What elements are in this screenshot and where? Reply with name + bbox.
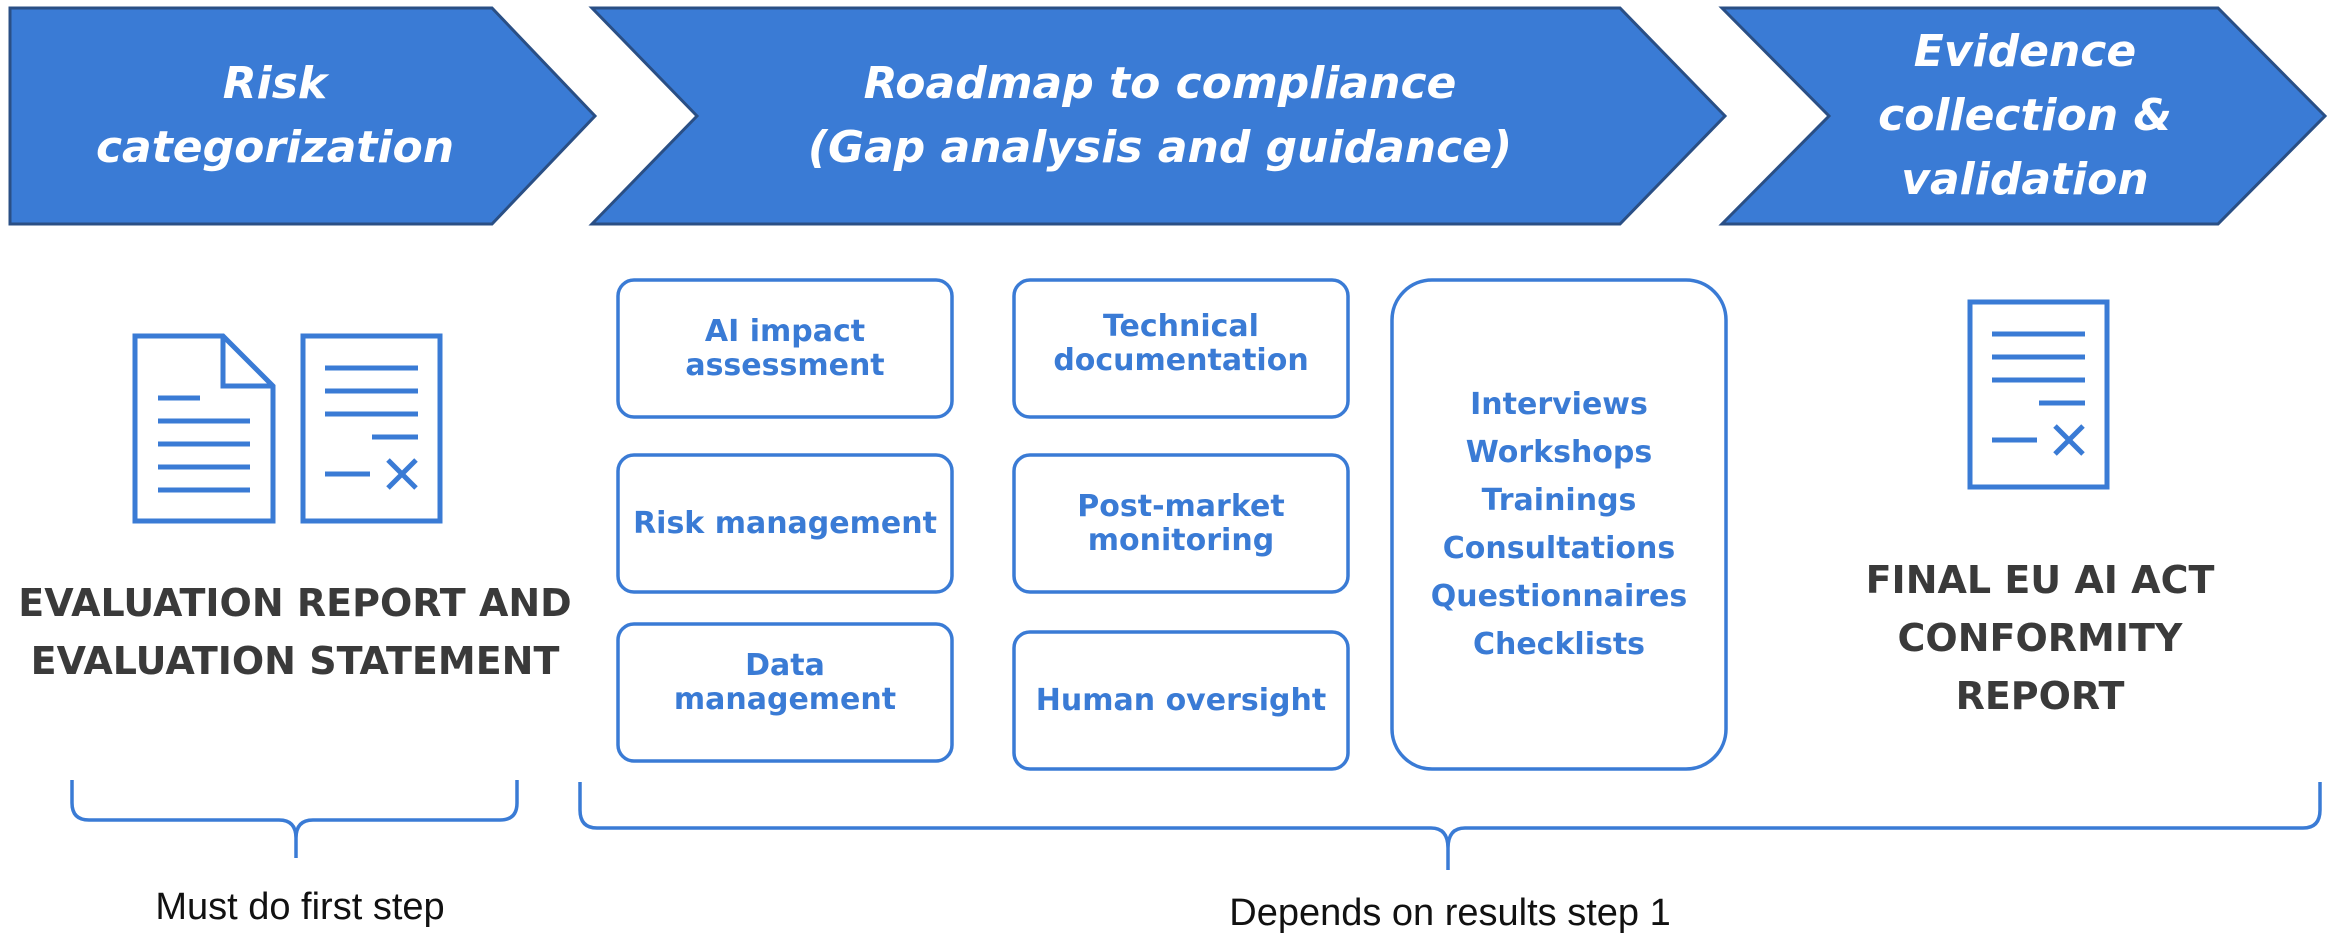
phase-2-title: Roadmap to compliance (Gap analysis and … — [807, 58, 1513, 173]
box-label-ai-impact-assessment: AI impact assessment — [685, 313, 885, 383]
final-report-label: FINAL EU AI ACT CONFORMITY REPORT — [1865, 558, 2215, 718]
note-depends-on-results: Depends on results step 1 — [1229, 892, 1671, 934]
method-item: Trainings — [1481, 482, 1637, 518]
phase-2-chevron — [588, 6, 1728, 226]
box-ai-impact-assessment — [616, 278, 954, 419]
method-item: Checklists — [1472, 626, 1646, 662]
left-brace — [70, 780, 519, 858]
box-technical-documentation — [1012, 278, 1350, 419]
right-brace — [578, 782, 2322, 870]
signed-document-icon — [300, 333, 443, 524]
box-label-human-oversight: Human oversight — [1035, 682, 1327, 718]
evaluation-report-label: EVALUATION REPORT AND EVALUATION STATEME… — [18, 581, 572, 683]
final-report-icon — [1967, 299, 2110, 490]
note-must-do-first: Must do first step — [155, 886, 445, 928]
document-icon — [132, 333, 276, 524]
box-label-post-market-monitoring: Post-market monitoring — [1077, 488, 1285, 558]
box-post-market-monitoring — [1012, 453, 1350, 594]
box-label-risk-management: Risk management — [633, 505, 937, 541]
phase-1-title: Risk categorization — [95, 58, 455, 173]
methods-list: Interviews Workshops Trainings Consultat… — [1392, 280, 1726, 769]
phase-3-chevron — [1718, 6, 2328, 226]
phase-1-chevron — [8, 6, 598, 226]
box-label-data-management: Data management — [673, 647, 897, 717]
box-risk-management — [616, 453, 954, 594]
method-item: Interviews — [1470, 386, 1648, 422]
method-item: Workshops — [1465, 434, 1653, 470]
box-label-technical-documentation: Technical documentation — [1053, 308, 1309, 378]
phase-3-title: Evidence collection & validation — [1878, 26, 2172, 205]
box-methods — [1390, 278, 1728, 771]
box-human-oversight — [1012, 630, 1350, 771]
box-data-management — [616, 622, 954, 763]
method-item: Consultations — [1442, 530, 1676, 566]
method-item: Questionnaires — [1430, 578, 1688, 614]
